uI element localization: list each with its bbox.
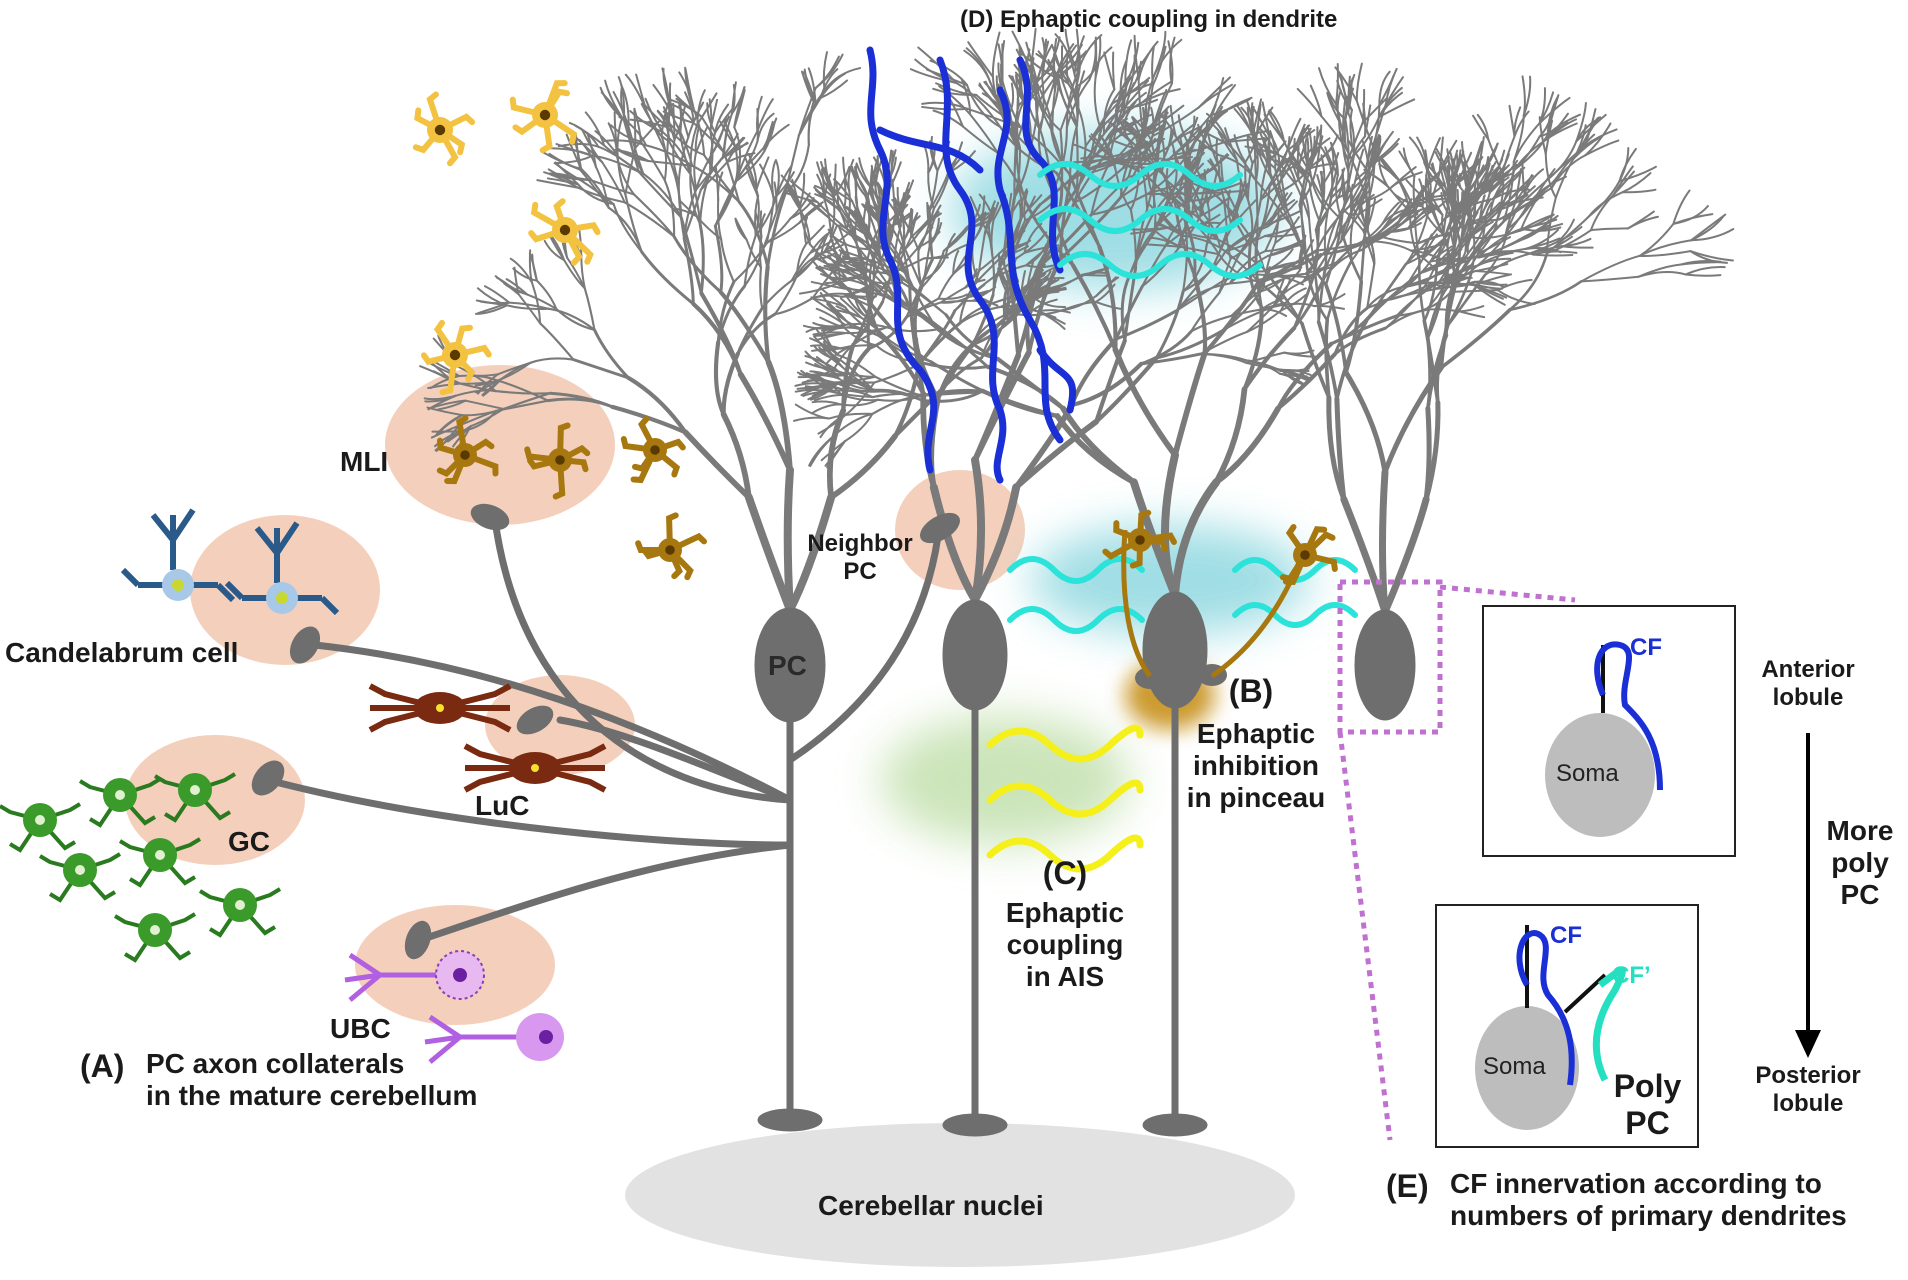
caption-c: (C) <box>1000 855 1130 892</box>
title-d: (D) Ephaptic coupling in dendrite <box>960 6 1338 33</box>
lobule-arrow <box>1795 733 1821 1058</box>
posterior-line1: Posterior <box>1755 1062 1861 1089</box>
lugaro-cell <box>368 683 512 733</box>
label-posterior-lobule: Posterior lobule <box>1748 1062 1868 1117</box>
caption-b-line3: in pinceau <box>1186 782 1326 814</box>
label-ubc: UBC <box>330 1013 391 1044</box>
mli-cell <box>524 422 591 500</box>
mli-cell <box>635 512 708 581</box>
candelabrum-cell <box>224 521 340 616</box>
anterior-line1: Anterior <box>1761 656 1855 683</box>
caption-b: (B) <box>1186 673 1316 710</box>
collateral-terminals <box>251 503 960 960</box>
unipolar-brush-cell <box>424 1013 564 1064</box>
mli-cell <box>436 415 499 485</box>
pc-axon-collaterals <box>264 516 944 944</box>
posterior-line2: lobule <box>1772 1089 1844 1117</box>
box2-poly-label: Poly PC <box>1605 1068 1690 1142</box>
caption-b-line2: inhibition <box>1193 750 1319 782</box>
label-anterior-lobule: Anterior lobule <box>1748 656 1868 711</box>
label-pc: PC <box>768 650 807 681</box>
ephaptic-waves-dendrite <box>1037 161 1263 279</box>
climbing-fibers <box>866 46 1077 484</box>
more-line2: poly <box>1831 847 1889 879</box>
box1-soma-label: Soma <box>1556 760 1619 787</box>
label-mli: MLI <box>340 446 389 477</box>
caption-b-text: Ephaptic inhibition in pinceau <box>1176 718 1336 815</box>
label-cerebellar-nuclei: Cerebellar nuclei <box>818 1190 1044 1221</box>
stellate-cell <box>509 80 578 154</box>
unipolar-brush-cell <box>344 950 485 1002</box>
neighbor-pc-line1: Neighbor <box>807 530 913 557</box>
granule-cell <box>113 912 197 963</box>
caption-a-text: PC axon collaterals in the mature cerebe… <box>146 1048 477 1112</box>
cerebellar-nuclei-shape <box>625 1123 1295 1267</box>
interneurons <box>0 80 1338 1064</box>
box2-cf-prime-label: CF’ <box>1612 962 1651 989</box>
caption-a-tag: (A) <box>80 1048 125 1084</box>
granule-cell <box>118 837 202 888</box>
mli-cell <box>620 416 686 484</box>
caption-a-line1: PC axon collaterals <box>146 1048 405 1079</box>
zoom-dotted-lines <box>1337 579 1576 1141</box>
neighbor-pc-line2: PC <box>843 557 877 585</box>
caption-b-tag: (B) <box>1228 673 1274 709</box>
ephaptic-waves-ais <box>986 724 1144 873</box>
stellate-cell <box>528 198 601 266</box>
caption-e-line1: CF innervation according to <box>1450 1168 1822 1199</box>
box2-cf-label: CF <box>1550 922 1582 949</box>
caption-e-text: CF innervation according to numbers of p… <box>1450 1168 1847 1232</box>
dendritic-tree <box>1130 62 1735 616</box>
box2-poly-line2: PC <box>1625 1104 1670 1141</box>
candelabrum-cell <box>120 508 236 603</box>
granule-cell <box>38 852 122 903</box>
box1-cf-label: CF <box>1630 634 1662 661</box>
granule-cell <box>153 772 237 823</box>
label-luc: LuC <box>475 790 530 821</box>
label-neighbor-pc: Neighbor PC <box>790 530 930 585</box>
purkinje-dendritic-trees <box>419 27 1735 616</box>
granule-cell <box>0 802 82 853</box>
more-line3: PC <box>1840 879 1880 911</box>
more-line1: More <box>1826 815 1894 846</box>
basket-cell-axons <box>1121 529 1303 679</box>
caption-c-line2: coupling <box>1006 929 1124 961</box>
box2-soma-label: Soma <box>1483 1053 1546 1080</box>
caption-c-line1: Ephaptic <box>1005 897 1125 928</box>
anterior-line2: lobule <box>1772 683 1844 711</box>
stellate-cell <box>420 319 492 396</box>
caption-a-line2: in the mature cerebellum <box>146 1080 478 1112</box>
caption-c-line3: in AIS <box>1025 961 1105 993</box>
caption-e-line2: numbers of primary dendrites <box>1450 1200 1847 1232</box>
label-more-poly-pc: More poly PC <box>1815 815 1905 912</box>
label-candelabrum: Candelabrum cell <box>5 637 239 668</box>
label-gc: GC <box>228 826 270 857</box>
stellate-cell <box>412 91 476 167</box>
lugaro-cell <box>463 743 607 793</box>
box2-poly-line1: Poly <box>1613 1068 1682 1104</box>
mli-cell <box>1102 509 1177 569</box>
granule-cell <box>198 887 282 938</box>
caption-c-tag: (C) <box>1042 855 1088 891</box>
granule-cell <box>78 777 162 828</box>
caption-b-line1: Ephaptic <box>1196 718 1316 749</box>
caption-a: (A) <box>80 1048 124 1085</box>
caption-c-text: Ephaptic coupling in AIS <box>990 897 1140 994</box>
caption-e-tag: (E) <box>1386 1168 1429 1204</box>
